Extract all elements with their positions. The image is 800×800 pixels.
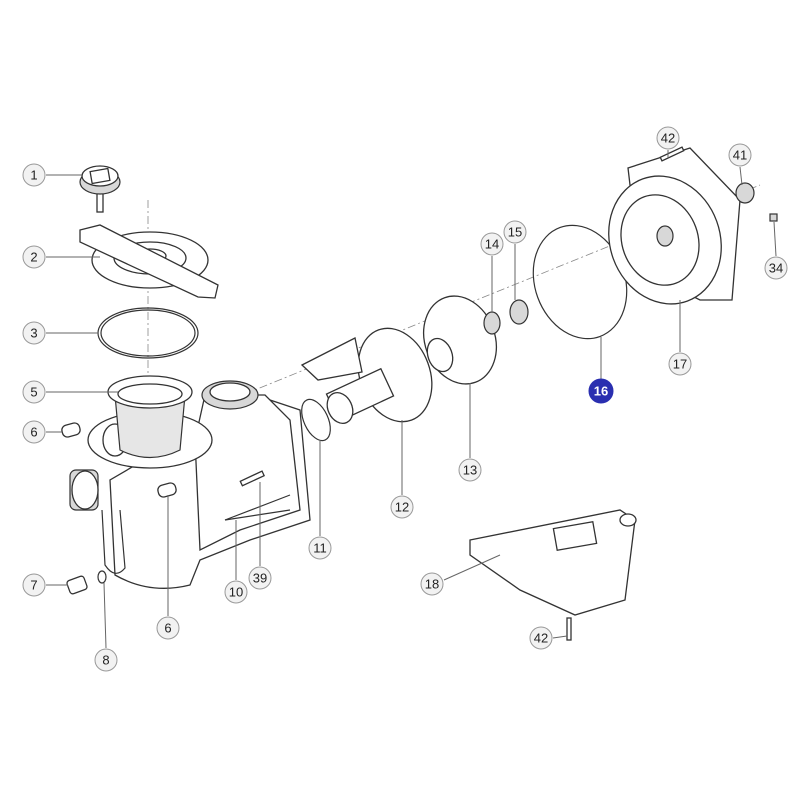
callout-3[interactable]: 3 [22, 321, 46, 345]
callout-15[interactable]: 15 [503, 220, 527, 244]
part-mech-seal-a [483, 311, 501, 335]
part-base [469, 509, 637, 616]
callout-14[interactable]: 14 [480, 232, 504, 256]
callout-label: 7 [30, 578, 37, 593]
callout-label: 12 [395, 500, 409, 515]
part-plug-b [157, 482, 177, 498]
part-diffuser [300, 327, 433, 425]
part-lid-oring-inner [100, 309, 196, 357]
callout-6b[interactable]: 6 [156, 616, 180, 640]
callout-label: 14 [485, 237, 499, 252]
part-plug-a [61, 422, 81, 438]
callout-16-highlighted[interactable]: 16 [588, 378, 614, 404]
callout-39[interactable]: 39 [248, 566, 272, 590]
callout-13[interactable]: 13 [458, 458, 482, 482]
callout-label: 6 [164, 621, 171, 636]
callout-label: 6 [30, 425, 37, 440]
callout-label: 13 [463, 463, 477, 478]
part-impeller [423, 295, 497, 385]
callout-17[interactable]: 17 [668, 352, 692, 376]
callout-label: 1 [30, 168, 37, 183]
callout-34[interactable]: 34 [764, 256, 788, 280]
callout-label: 34 [769, 261, 783, 276]
callout-label: 16 [594, 384, 608, 399]
callout-label: 10 [229, 585, 243, 600]
callout-label: 15 [508, 225, 522, 240]
part-mech-seal-b [509, 299, 529, 325]
part-diffuser-oring [301, 398, 331, 442]
part-nut [769, 213, 778, 222]
callout-7[interactable]: 7 [22, 573, 46, 597]
leader-lines [46, 150, 777, 649]
callout-label: 42 [534, 631, 548, 646]
callout-10[interactable]: 10 [224, 580, 248, 604]
callout-1[interactable]: 1 [22, 163, 46, 187]
callout-label: 8 [102, 653, 109, 668]
callout-42b[interactable]: 42 [529, 626, 553, 650]
callout-label: 3 [30, 326, 37, 341]
part-bolt-42a [659, 146, 685, 162]
callout-label: 17 [673, 357, 687, 372]
part-drain-plug [66, 575, 88, 595]
part-drain-oring [97, 570, 107, 584]
callout-12[interactable]: 12 [390, 495, 414, 519]
part-lid [79, 224, 219, 299]
callout-6a[interactable]: 6 [22, 420, 46, 444]
callout-8[interactable]: 8 [94, 648, 118, 672]
part-bolt-42b [566, 617, 572, 641]
part-basket [107, 375, 193, 459]
callout-label: 5 [30, 385, 37, 400]
callout-label: 39 [253, 571, 267, 586]
callout-11[interactable]: 11 [308, 536, 332, 560]
callout-label: 11 [313, 541, 327, 556]
callout-label: 2 [30, 250, 37, 265]
callout-label: 42 [661, 131, 675, 146]
part-pump-body [69, 380, 311, 589]
callout-label: 18 [425, 577, 439, 592]
callout-18[interactable]: 18 [420, 572, 444, 596]
callout-41[interactable]: 41 [728, 143, 752, 167]
callout-label: 41 [733, 148, 747, 163]
part-screw-39 [239, 470, 266, 487]
callout-42a[interactable]: 42 [656, 126, 680, 150]
callout-2[interactable]: 2 [22, 245, 46, 269]
callout-5[interactable]: 5 [22, 380, 46, 404]
part-washer [735, 182, 755, 204]
part-knob [79, 165, 121, 213]
part-seal-plate [608, 147, 741, 305]
